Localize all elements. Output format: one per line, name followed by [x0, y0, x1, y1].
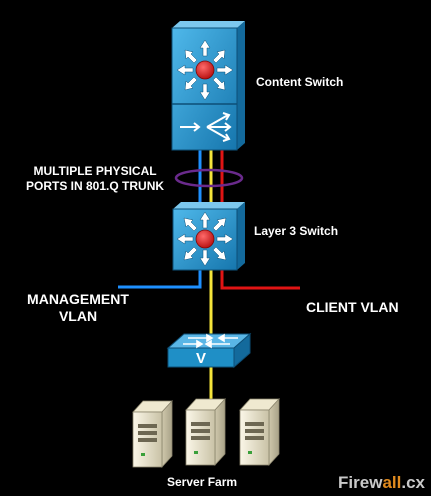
management-vlan-label: MANAGEMENT VLAN: [24, 291, 132, 325]
management-label-line2: VLAN: [58, 308, 98, 324]
trunk-label-line2: PORTS IN 801.Q TRUNK: [26, 179, 165, 193]
vlan-switch-v-mark: V: [196, 350, 206, 367]
content-switch-label: Content Switch: [256, 75, 344, 89]
management-vlan-link: [118, 270, 202, 289]
server-farm: [132, 397, 280, 469]
server-icon: [239, 397, 280, 467]
server-farm-label: Server Farm: [167, 475, 238, 489]
layer3-switch-label: Layer 3 Switch: [254, 224, 339, 238]
server-icon: [132, 399, 173, 469]
client-vlan-link: [220, 270, 300, 290]
firewall-cx-watermark: Firewall.cx: [338, 473, 425, 493]
client-vlan-label: CLIENT VLAN: [306, 299, 399, 315]
server-icon: [185, 397, 226, 467]
trunk-label-line1: MULTIPLE PHYSICAL: [33, 164, 157, 178]
trunk-bundle-ellipse: [174, 168, 244, 188]
trunk-description: MULTIPLE PHYSICAL PORTS IN 801.Q TRUNK: [26, 164, 164, 194]
watermark-accent: all: [382, 473, 402, 492]
content-switch-icon: [171, 21, 245, 151]
links: [118, 150, 300, 405]
layer3-switch-icon: [172, 202, 245, 271]
vlan-switch-icon: V: [166, 332, 252, 369]
management-label-line1: MANAGEMENT: [27, 291, 129, 307]
watermark-suffix: .cx: [401, 473, 425, 492]
watermark-prefix: Firew: [338, 473, 383, 492]
